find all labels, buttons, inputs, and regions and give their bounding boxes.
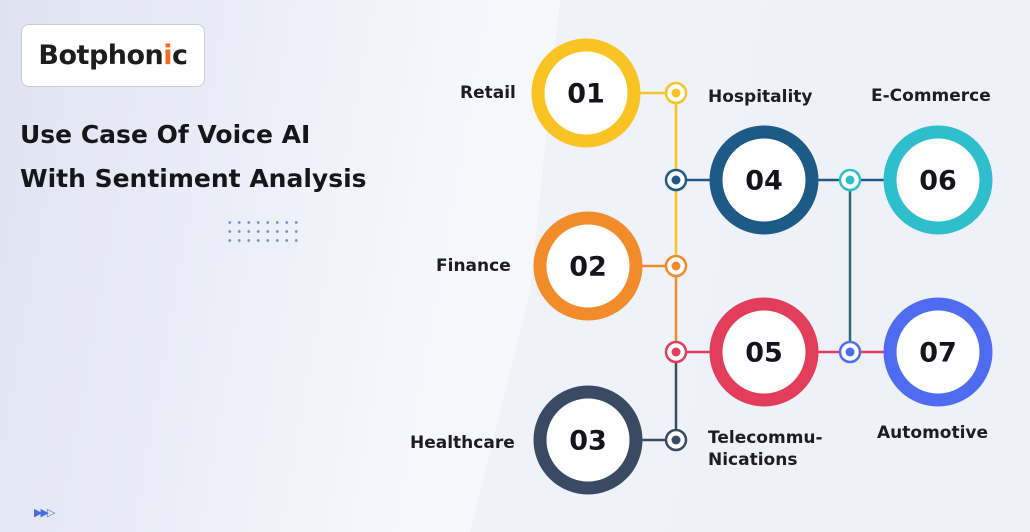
title-line-2: With Sentiment Analysis bbox=[20, 164, 367, 193]
ring-02 bbox=[533, 211, 643, 321]
label-retail: Retail bbox=[460, 83, 516, 103]
label-telecom-line-1: Telecommu- bbox=[708, 428, 823, 448]
label-finance: Finance bbox=[436, 256, 511, 276]
node-dot-core bbox=[671, 175, 681, 185]
label-healthcare: Healthcare bbox=[410, 433, 515, 453]
page-title: Use Case Of Voice AI With Sentiment Anal… bbox=[20, 113, 367, 201]
number-06: 06 bbox=[919, 166, 957, 197]
number-01: 01 bbox=[567, 79, 605, 110]
node-dot-core bbox=[845, 175, 855, 185]
logo: Botphonic bbox=[21, 24, 205, 87]
ring-06 bbox=[883, 125, 993, 235]
node-dot-core bbox=[671, 435, 681, 445]
label-telecommunications: Telecommu- Nications bbox=[708, 427, 823, 471]
number-03: 03 bbox=[569, 426, 607, 457]
number-02: 02 bbox=[569, 252, 607, 283]
ring-01 bbox=[531, 38, 641, 148]
number-05: 05 bbox=[745, 338, 783, 369]
dot-grid-decoration bbox=[225, 218, 301, 244]
logo-text: Botphonic bbox=[38, 40, 188, 71]
node-dot-core bbox=[671, 88, 681, 98]
label-automotive: Automotive bbox=[877, 423, 989, 443]
node-dot-core bbox=[671, 347, 681, 357]
ring-07 bbox=[883, 297, 993, 407]
arrows-icon: ▶▶▷ bbox=[34, 506, 55, 519]
number-04: 04 bbox=[745, 166, 783, 197]
label-hospitality: Hospitality bbox=[708, 87, 813, 107]
ring-04 bbox=[709, 125, 819, 235]
ring-03 bbox=[533, 385, 643, 495]
node-dot-core bbox=[845, 347, 855, 357]
title-line-1: Use Case Of Voice AI bbox=[20, 120, 311, 149]
number-07: 07 bbox=[919, 338, 957, 369]
label-ecommerce: E-Commerce bbox=[871, 86, 991, 106]
label-telecom-line-2: Nications bbox=[708, 450, 798, 470]
node-dot-core bbox=[671, 261, 681, 271]
ring-05 bbox=[709, 297, 819, 407]
